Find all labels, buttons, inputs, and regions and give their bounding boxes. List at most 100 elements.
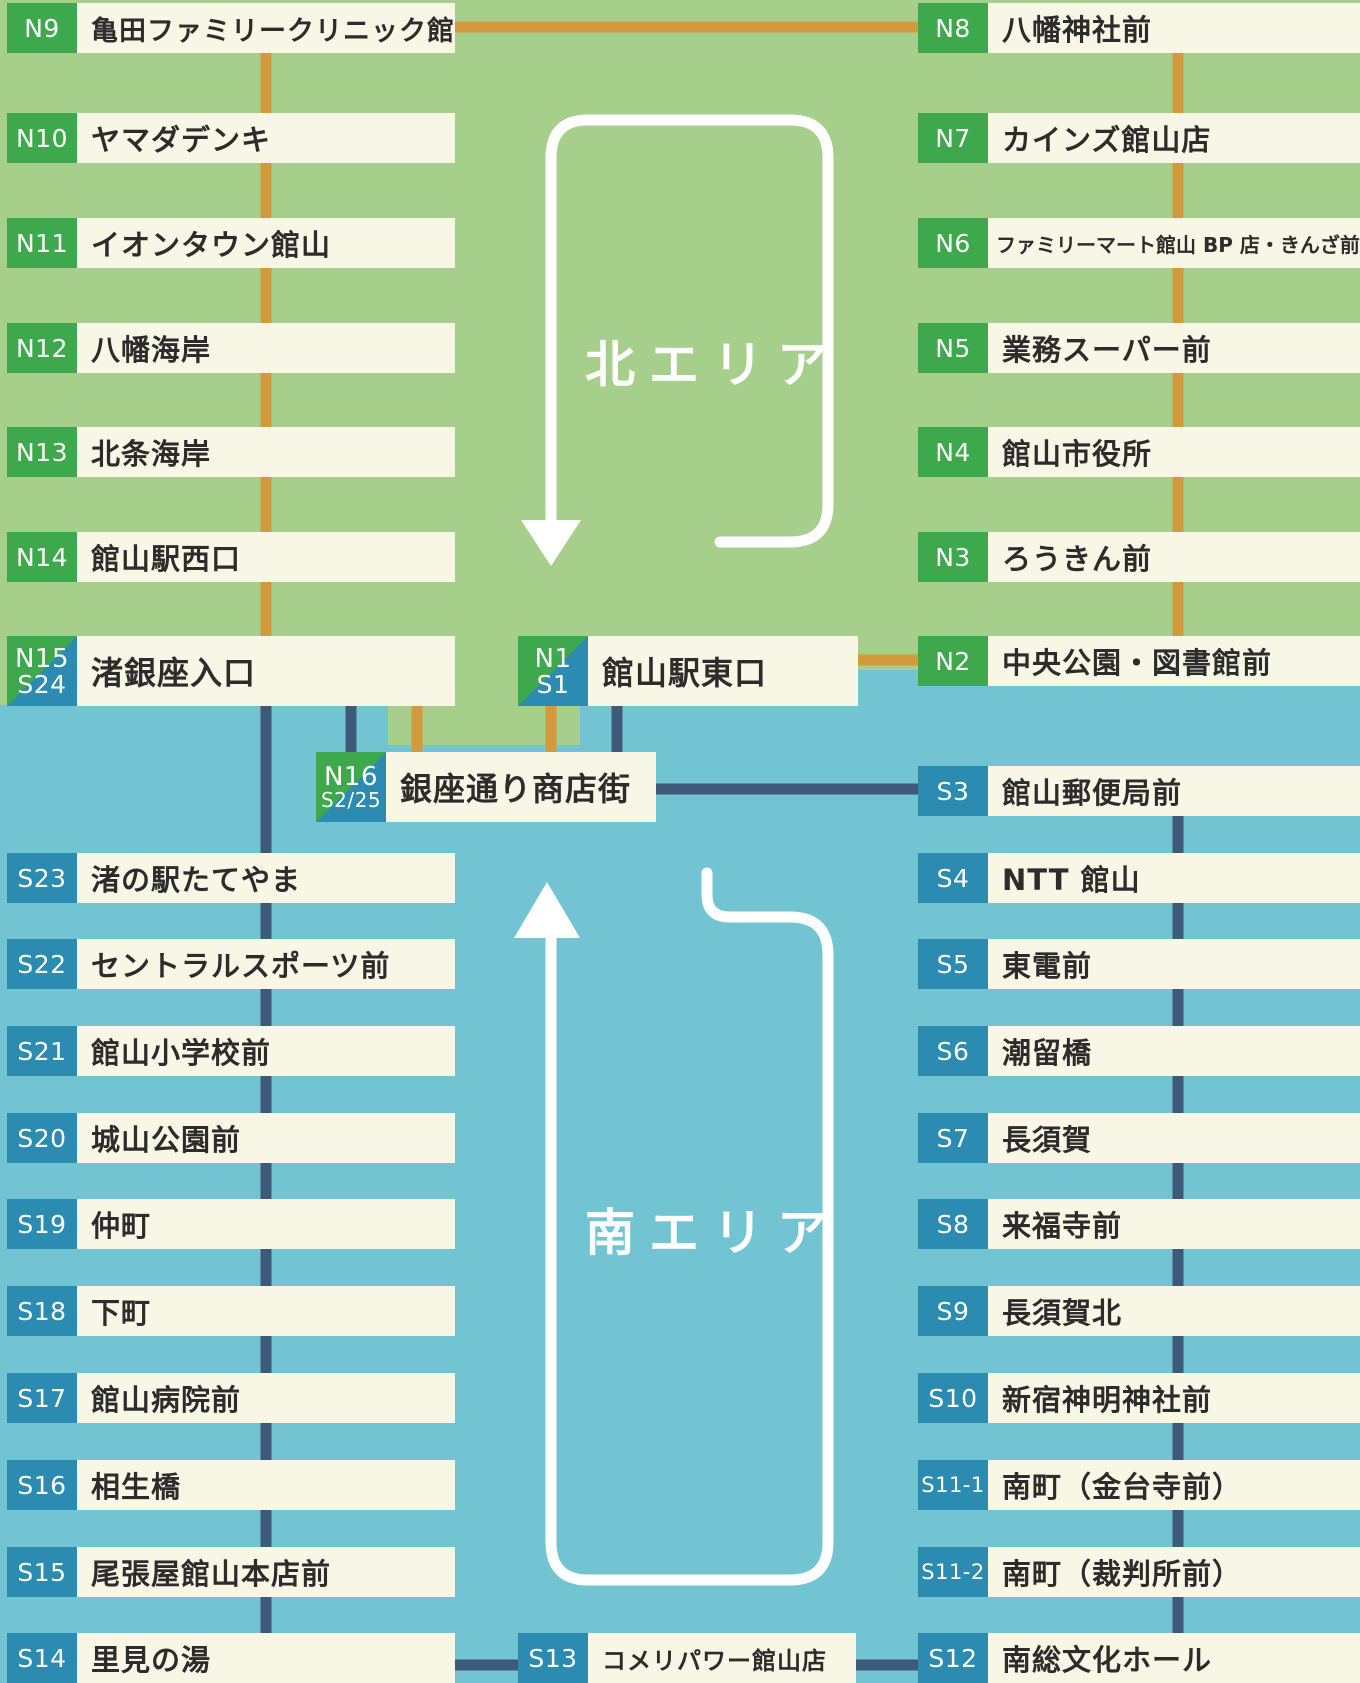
stop-s7[interactable]: S7 長須賀 xyxy=(918,1113,1360,1163)
stop-n16-s2-25[interactable]: N16 S2/25 銀座通り商店街 xyxy=(316,752,656,822)
stop-n7[interactable]: N7 カインズ館山店 xyxy=(918,113,1360,163)
stop-n13[interactable]: N13 北条海岸 xyxy=(7,427,455,477)
stop-name: NTT 館山 xyxy=(988,853,1360,903)
stop-code: S4 xyxy=(918,853,988,903)
stop-code: N16 S2/25 xyxy=(316,752,386,822)
stop-code: N15 S24 xyxy=(7,636,77,706)
stop-s9[interactable]: S9 長須賀北 xyxy=(918,1286,1360,1336)
stop-n15-s24[interactable]: N15 S24 渚銀座入口 xyxy=(7,636,455,706)
stop-name: 館山郵便局前 xyxy=(988,766,1360,816)
stop-n10[interactable]: N10 ヤマダデンキ xyxy=(7,113,455,163)
stop-name: ろうきん前 xyxy=(988,532,1360,582)
stop-n8[interactable]: N8 八幡神社前 xyxy=(918,3,1360,53)
stop-code: S15 xyxy=(7,1547,77,1597)
stop-n5[interactable]: N5 業務スーパー前 xyxy=(918,323,1360,373)
stop-name: 銀座通り商店街 xyxy=(386,752,656,822)
stop-code-south: S24 xyxy=(17,669,67,699)
stop-code: S18 xyxy=(7,1286,77,1336)
stop-s16[interactable]: S16 相生橋 xyxy=(7,1460,455,1510)
south-area-label: 南エリア xyxy=(585,1204,841,1262)
stop-n9[interactable]: N9 亀田ファミリークリニック館山 xyxy=(7,3,455,53)
stop-code: S17 xyxy=(7,1373,77,1423)
stop-s18[interactable]: S18 下町 xyxy=(7,1286,455,1336)
stop-code: S3 xyxy=(918,766,988,816)
stop-code-south: S1 xyxy=(536,669,570,699)
stop-code: S20 xyxy=(7,1113,77,1163)
stop-name: イオンタウン館山 xyxy=(77,218,455,268)
stop-s11-1[interactable]: S11-1 南町（金台寺前） xyxy=(918,1460,1360,1510)
stop-code: S14 xyxy=(7,1633,77,1683)
stop-code: S10 xyxy=(918,1373,988,1423)
stop-name: 尾張屋館山本店前 xyxy=(77,1547,455,1597)
stop-code: N3 xyxy=(918,532,988,582)
stop-name: 潮留橋 xyxy=(988,1026,1360,1076)
stop-name: コメリパワー館山店 xyxy=(588,1633,856,1683)
stop-s11-2[interactable]: S11-2 南町（裁判所前） xyxy=(918,1547,1360,1597)
stop-s10[interactable]: S10 新宿神明神社前 xyxy=(918,1373,1360,1423)
stop-code: S19 xyxy=(7,1199,77,1249)
stop-code-north: N16 xyxy=(323,762,379,792)
stop-s3[interactable]: S3 館山郵便局前 xyxy=(918,766,1360,816)
stop-s19[interactable]: S19 仲町 xyxy=(7,1199,455,1249)
stop-code: N2 xyxy=(918,636,988,686)
stop-n14[interactable]: N14 館山駅西口 xyxy=(7,532,455,582)
stop-code: N5 xyxy=(918,323,988,373)
stop-name: ファミリーマート館山 BP 店・きんざ前 xyxy=(988,218,1360,268)
stop-code: N10 xyxy=(7,113,77,163)
stop-s17[interactable]: S17 館山病院前 xyxy=(7,1373,455,1423)
stop-code: S8 xyxy=(918,1199,988,1249)
stop-name: 下町 xyxy=(77,1286,455,1336)
stop-s4[interactable]: S4 NTT 館山 xyxy=(918,853,1360,903)
stop-code: S16 xyxy=(7,1460,77,1510)
stop-code: S21 xyxy=(7,1026,77,1076)
stop-name: セントラルスポーツ前 xyxy=(77,939,455,989)
stop-n2[interactable]: N2 中央公園・図書館前 xyxy=(918,636,1360,686)
stop-name: 城山公園前 xyxy=(77,1113,455,1163)
stop-name: 長須賀 xyxy=(988,1113,1360,1163)
stop-code-south: S2/25 xyxy=(320,788,382,812)
stop-s13[interactable]: S13 コメリパワー館山店 xyxy=(518,1633,856,1683)
stop-code: S13 xyxy=(518,1633,588,1683)
stop-name: 八幡海岸 xyxy=(77,323,455,373)
stop-code: N13 xyxy=(7,427,77,477)
north-loop-arrowhead xyxy=(521,520,581,566)
stop-s5[interactable]: S5 東電前 xyxy=(918,939,1360,989)
stop-code: N12 xyxy=(7,323,77,373)
north-loop-arrow-line xyxy=(545,114,834,548)
stop-s21[interactable]: S21 館山小学校前 xyxy=(7,1026,455,1076)
stop-code: S6 xyxy=(918,1026,988,1076)
stop-n11[interactable]: N11 イオンタウン館山 xyxy=(7,218,455,268)
stop-name: 来福寺前 xyxy=(988,1199,1360,1249)
stop-name: 南総文化ホール xyxy=(988,1633,1360,1683)
stop-code: N1 S1 xyxy=(518,636,588,706)
stop-s14[interactable]: S14 里見の湯 xyxy=(7,1633,455,1683)
stop-s15[interactable]: S15 尾張屋館山本店前 xyxy=(7,1547,455,1597)
stop-s8[interactable]: S8 来福寺前 xyxy=(918,1199,1360,1249)
stop-n3[interactable]: N3 ろうきん前 xyxy=(918,532,1360,582)
stop-name: 館山駅東口 xyxy=(588,636,858,706)
stop-n6[interactable]: N6 ファミリーマート館山 BP 店・きんざ前 xyxy=(918,218,1360,268)
stop-code: N14 xyxy=(7,532,77,582)
stop-name: 北条海岸 xyxy=(77,427,455,477)
stop-n4[interactable]: N4 館山市役所 xyxy=(918,427,1360,477)
stop-name: 館山駅西口 xyxy=(77,532,455,582)
stop-code-north: N15 xyxy=(14,643,70,674)
stop-s22[interactable]: S22 セントラルスポーツ前 xyxy=(7,939,455,989)
stop-n1-s1[interactable]: N1 S1 館山駅東口 xyxy=(518,636,858,706)
stop-code: S9 xyxy=(918,1286,988,1336)
stop-name: 相生橋 xyxy=(77,1460,455,1510)
stop-s23[interactable]: S23 渚の駅たてやま xyxy=(7,853,455,903)
stop-name: 新宿神明神社前 xyxy=(988,1373,1360,1423)
stop-n12[interactable]: N12 八幡海岸 xyxy=(7,323,455,373)
stop-s20[interactable]: S20 城山公園前 xyxy=(7,1113,455,1163)
stop-name: 業務スーパー前 xyxy=(988,323,1360,373)
stop-name: 渚の駅たてやま xyxy=(77,853,455,903)
stop-code: S11-2 xyxy=(918,1547,988,1597)
stop-s6[interactable]: S6 潮留橋 xyxy=(918,1026,1360,1076)
stop-name: 長須賀北 xyxy=(988,1286,1360,1336)
stop-name: ヤマダデンキ xyxy=(77,113,455,163)
stop-s12[interactable]: S12 南総文化ホール xyxy=(918,1633,1360,1683)
stop-name: 渚銀座入口 xyxy=(77,636,455,706)
stop-name: 南町（裁判所前） xyxy=(988,1547,1360,1597)
